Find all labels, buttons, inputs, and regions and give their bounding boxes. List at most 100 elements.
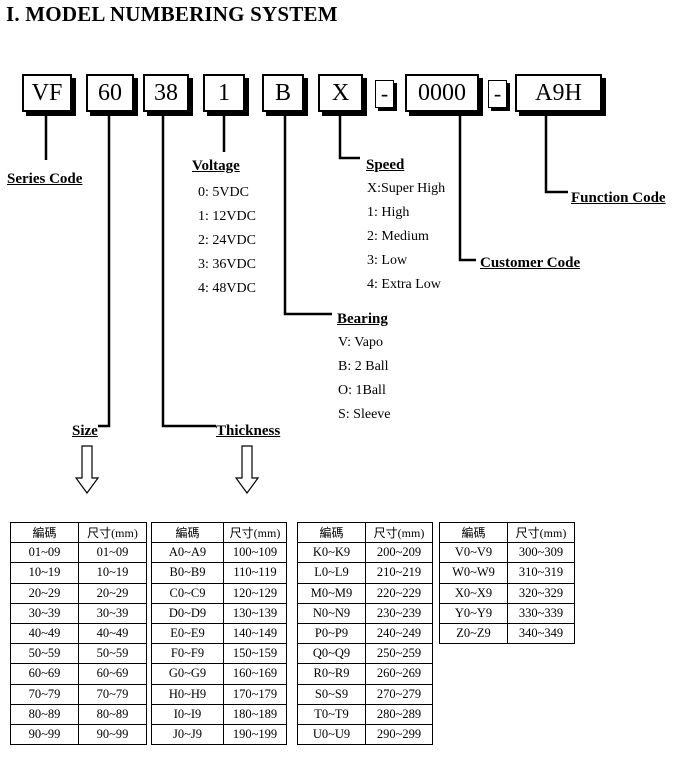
- code-column-header: 編碼: [10, 521, 79, 544]
- size-mm-cell: 30~39: [78, 602, 147, 624]
- code-cell: 30~39: [10, 602, 79, 624]
- size-mm-cell: 60~69: [78, 663, 147, 685]
- size-mm-cell: 340~349: [507, 622, 575, 645]
- size-mm-cell: 170~179: [223, 683, 287, 705]
- size-mm-cell: 320~329: [507, 582, 575, 604]
- size-column-header: 尺寸(mm): [223, 521, 287, 544]
- code-voltage: 1: [203, 74, 245, 112]
- code-function: A9H: [515, 74, 602, 112]
- size-down-arrow: [74, 445, 100, 495]
- bearing-option: O: 1Ball: [338, 383, 386, 398]
- size-mm-cell: 20~29: [78, 582, 147, 604]
- code-cell: 60~69: [10, 663, 79, 685]
- size-mm-cell: 290~299: [365, 723, 433, 746]
- size-mm-cell: 230~239: [365, 602, 433, 624]
- code-cell: G0~G9: [151, 663, 224, 685]
- customer-code-label: Customer Code: [480, 255, 581, 271]
- size-mm-cell: 140~149: [223, 622, 287, 645]
- code-series: VF: [22, 74, 72, 112]
- code-cell: 01~09: [10, 542, 79, 564]
- size-mm-cell: 190~199: [223, 723, 287, 746]
- code-column-header: 編碼: [439, 521, 508, 544]
- voltage-option: 3: 36VDC: [198, 257, 256, 272]
- code-cell: 90~99: [10, 723, 79, 746]
- code-cell: D0~D9: [151, 602, 224, 624]
- code-cell: E0~E9: [151, 622, 224, 645]
- size-column-header: 尺寸(mm): [365, 521, 433, 544]
- code-cell: U0~U9: [297, 723, 366, 746]
- code-cell: K0~K9: [297, 542, 366, 564]
- code-bearing: B: [262, 74, 304, 112]
- voltage-option: 4: 48VDC: [198, 281, 256, 296]
- code-cell: M0~M9: [297, 582, 366, 604]
- function-code-label: Function Code: [571, 190, 666, 206]
- bearing-option: V: Vapo: [338, 335, 383, 350]
- code-cell: Q0~Q9: [297, 643, 366, 665]
- speed-option: 4: Extra Low: [367, 277, 441, 292]
- size-mm-cell: 260~269: [365, 663, 433, 685]
- speed-option: 1: High: [367, 205, 410, 220]
- speed-label: Speed: [366, 157, 405, 173]
- size-mm-cell: 280~289: [365, 703, 433, 725]
- table-header-row: 編碼尺寸(mm): [297, 521, 433, 544]
- bearing-label: Bearing: [337, 311, 388, 327]
- code-cell: 50~59: [10, 643, 79, 665]
- code-cell: 80~89: [10, 703, 79, 725]
- code-cell: P0~P9: [297, 622, 366, 645]
- code-separator: -: [488, 80, 507, 108]
- size-mm-cell: 160~169: [223, 663, 287, 685]
- code-cell: 40~49: [10, 622, 79, 645]
- size-mm-cell: 40~49: [78, 622, 147, 645]
- code-cell: Y0~Y9: [439, 602, 508, 624]
- size-mm-cell: 180~189: [223, 703, 287, 725]
- code-cell: F0~F9: [151, 643, 224, 665]
- voltage-option: 2: 24VDC: [198, 233, 256, 248]
- size-column-header: 尺寸(mm): [78, 521, 147, 544]
- size-mm-cell: 150~159: [223, 643, 287, 665]
- size-mm-cell: 300~309: [507, 542, 575, 564]
- code-column-header: 編碼: [297, 521, 366, 544]
- thickness-down-arrow: [234, 445, 260, 495]
- code-cell: R0~R9: [297, 663, 366, 685]
- code-cell: J0~J9: [151, 723, 224, 746]
- speed-option: 2: Medium: [367, 229, 429, 244]
- thickness-label: Thickness: [216, 423, 281, 439]
- size-mm-cell: 01~09: [78, 542, 147, 564]
- size-mm-cell: 220~229: [365, 582, 433, 604]
- code-cell: V0~V9: [439, 542, 508, 564]
- voltage-option: 1: 12VDC: [198, 209, 256, 224]
- size-mm-cell: 250~259: [365, 643, 433, 665]
- size-mm-cell: 10~19: [78, 562, 147, 584]
- series-code-label: Series Code: [7, 171, 83, 187]
- size-mm-cell: 310~319: [507, 562, 575, 584]
- size-mm-cell: 90~99: [78, 723, 147, 746]
- size-mm-cell: 210~219: [365, 562, 433, 584]
- bearing-option: B: 2 Ball: [338, 359, 389, 374]
